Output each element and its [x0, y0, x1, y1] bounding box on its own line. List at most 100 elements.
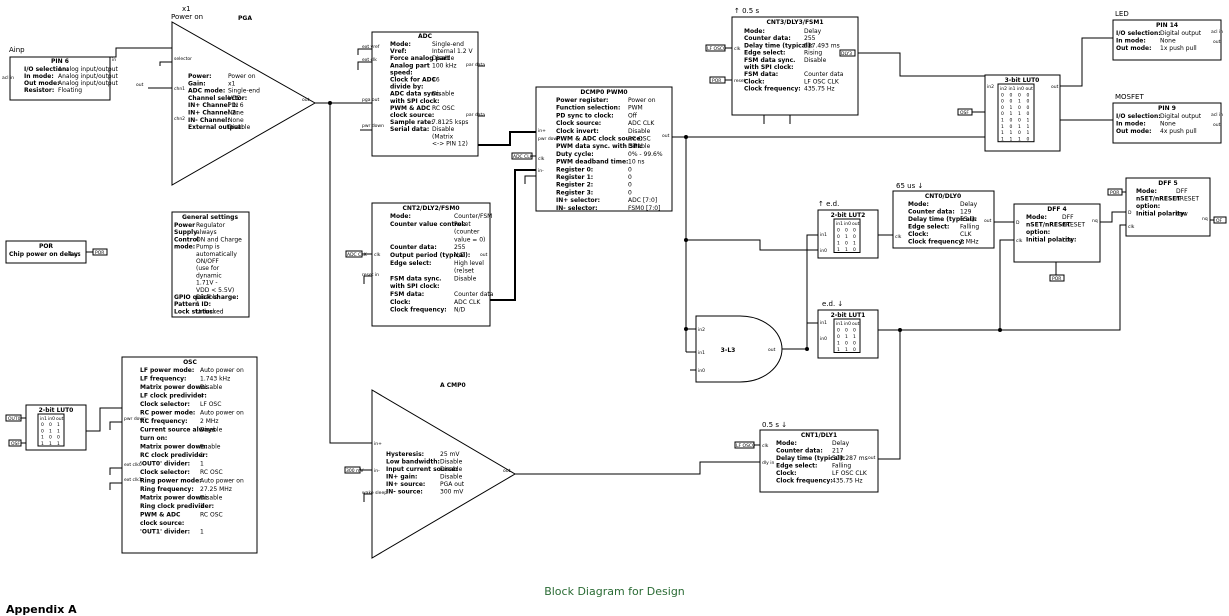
osc-value: RC OSC — [200, 512, 223, 519]
dcmp-port-inp: in+ — [538, 128, 546, 134]
cnt1-port-clk: clk — [762, 443, 769, 449]
acmp-key: Hysteresis: — [386, 451, 424, 458]
pin9-key: Out mode: — [1116, 128, 1151, 135]
lut0_right-cell: 0 — [1010, 124, 1013, 130]
pga-key: Channel selector: — [188, 95, 247, 102]
cnt2-key: Clock: — [390, 299, 411, 306]
dff5-key: option: — [1136, 203, 1160, 210]
cnt2-key: Counter value control: — [390, 221, 466, 228]
lut0_right-cell: 1 — [1018, 124, 1021, 130]
acmp-port-out: out — [503, 468, 511, 474]
lut0_left-cell: 1 — [57, 428, 60, 434]
cnt3-block: ↑ 0.5 s CNT3/DLY3/FSM1 Mode:DelayCounter… — [705, 7, 859, 116]
general-value: automatically — [196, 251, 237, 258]
osc-value: 1 — [200, 461, 204, 468]
dcmp-value: RC OSC — [628, 136, 651, 143]
por-key: Chip power on delay: — [9, 251, 80, 258]
osc-key: 'OUT1' divider: — [140, 529, 190, 536]
cnt1-key: Mode: — [776, 440, 797, 447]
cnt2-value: N/D — [454, 307, 466, 314]
pin14-value: None — [1160, 38, 1176, 45]
cnt0-key: Delay time (typical): — [908, 216, 977, 223]
dff5-tag-por: POR — [1110, 190, 1119, 196]
adc-value: <-> PIN 12) — [432, 140, 468, 147]
dcmp-port-inm: in- — [538, 168, 544, 174]
cnt1-value: 435.75 Hz — [832, 478, 863, 485]
pga-key: IN+ Channel 2: — [188, 110, 238, 117]
dcmp-key: PWM deadband time: — [556, 159, 628, 166]
pga-key: Gain: — [188, 80, 206, 87]
acmp-value: Disable — [440, 459, 463, 466]
dcmp-value: Power on — [628, 97, 656, 104]
lut1-title: 2-bit LUT1 — [831, 312, 866, 319]
dcmp-port-out: out — [662, 133, 670, 139]
general-value: dynamic — [196, 272, 222, 279]
osc-value: Auto power on — [200, 410, 244, 417]
cnt2-value: (counter — [454, 229, 480, 236]
pin6-key: In mode: — [24, 73, 54, 80]
dcmp-value: 0 — [628, 189, 632, 196]
dcmp-value: ADC CLK — [628, 120, 655, 127]
osc-value: RC OSC — [200, 469, 223, 476]
cnt1-key: Clock: — [776, 470, 797, 477]
general-key: GPIO quick charge: — [174, 294, 239, 301]
dff4-block: DFF 4 Mode:DFFnSET/nRESETnRESEToption:In… — [1013, 203, 1101, 282]
dff4-key: option: — [1026, 229, 1050, 236]
osc-value: Disable — [200, 495, 223, 502]
dcmp-value: 0 — [628, 182, 632, 189]
pga-value: None — [228, 110, 244, 117]
dcmp-value: FSM0 [7:0] — [628, 205, 660, 212]
acmp-key: IN+ source: — [386, 481, 425, 488]
cnt0-port-clk: clk — [895, 234, 902, 240]
dcmp-block: DCMP0 PWM0 Power register:Power onFuncti… — [511, 86, 673, 212]
pga-value: None — [228, 117, 244, 124]
pga-port-chn1: chn1 — [174, 86, 185, 92]
dff4-port-d: D — [1016, 220, 1020, 226]
pga-block: x1 Power on PGA Power:Power onGain:x1ADC… — [171, 5, 317, 186]
pga-key: Power: — [188, 73, 212, 80]
dcmp-tag: ADC CLK — [513, 154, 534, 160]
lut2-cell: 1 — [837, 247, 840, 253]
lut0_left-header-cell: in0 — [48, 416, 55, 422]
lut0_right-cell: 0 — [1010, 99, 1013, 105]
lut2-cell: 0 — [853, 228, 856, 234]
lut1-cell: 1 — [837, 347, 840, 353]
dff4-value: DFF — [1062, 214, 1074, 221]
dcmp-key: Register 0: — [556, 166, 593, 173]
osc-key: RC frequency: — [140, 418, 188, 425]
lut0_left-cell: 1 — [57, 422, 60, 428]
lut0_left-cell: 0 — [49, 435, 52, 441]
general-value: Disable — [196, 294, 219, 301]
lut1-header-cell: out — [852, 321, 860, 327]
pga-value: x1 — [228, 80, 236, 87]
acmp-key: Input current source: — [386, 466, 458, 473]
lut2-label: ↑ e.d. — [818, 200, 839, 208]
osc-port-pwr-down: pwr down — [124, 416, 146, 422]
lut0_right-header-cell: in2 — [1000, 86, 1007, 92]
lut0_right-header-cell: out — [1026, 86, 1034, 92]
general-value: ON and Charge — [196, 236, 242, 243]
adc-value: Disable — [432, 91, 455, 98]
pin14-label: LED — [1115, 10, 1129, 18]
lut0-left-tag-out0: OUT0 — [8, 416, 21, 422]
lut0_right-cell: 0 — [1027, 92, 1030, 98]
lut0_right-cell: 0 — [1001, 105, 1004, 111]
lut0_right-cell: 1 — [1001, 136, 1004, 142]
pga-key: IN- Channel: — [188, 117, 230, 124]
lut1-cell: 0 — [853, 347, 856, 353]
dff5-value: Low — [1176, 211, 1188, 218]
cnt0-key: Clock: — [908, 231, 929, 238]
osc-key: RC power mode: — [140, 410, 195, 417]
pin6-key: Out mode: — [24, 80, 59, 87]
dff5-value: DFF — [1176, 188, 1188, 195]
adc-value: RC OSC — [432, 105, 455, 112]
pin9-port-acl: acl in — [1211, 112, 1223, 118]
lut0_left-cell: 0 — [57, 435, 60, 441]
osc-value: Disable — [200, 384, 223, 391]
cnt0-label: 65 us ↓ — [896, 182, 923, 190]
lut0_right-cell: 1 — [1001, 130, 1004, 136]
dff5-title: DFF 5 — [1158, 180, 1177, 187]
